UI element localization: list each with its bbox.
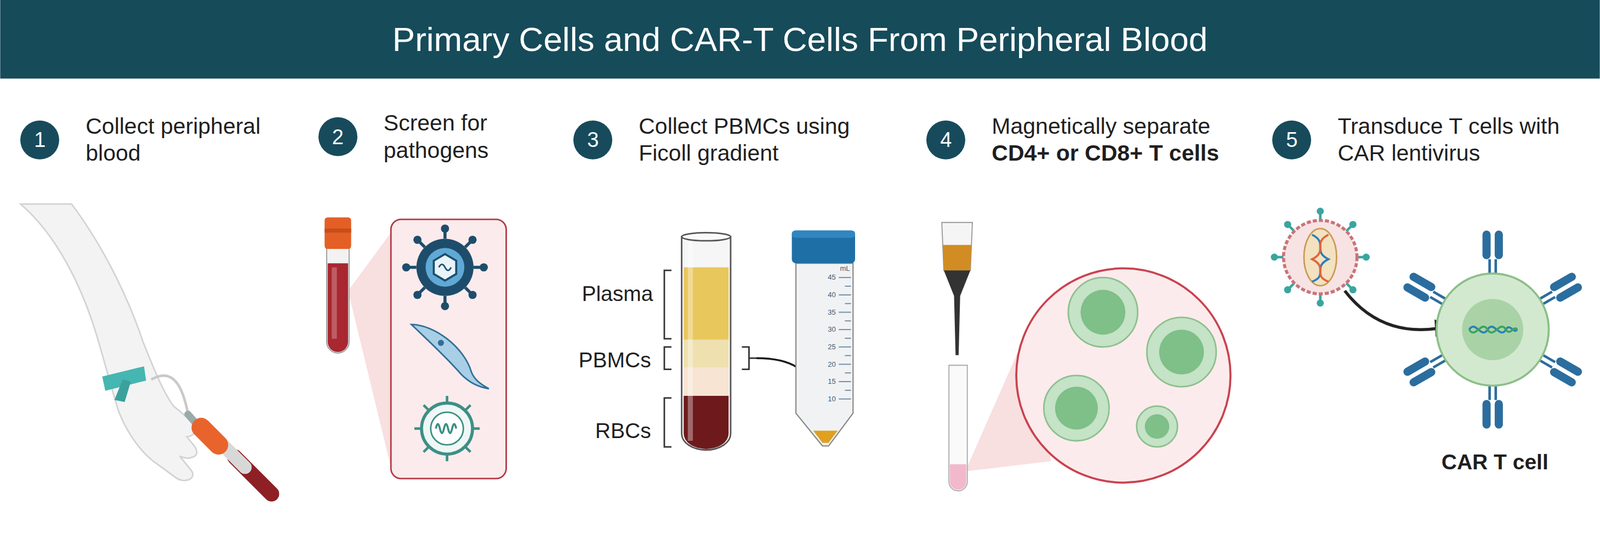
step-badge: 5 (1272, 120, 1312, 160)
step-description: Screen for pathogens (383, 109, 527, 164)
step-text: Transduce T cells with CAR lentivirus (1337, 112, 1585, 167)
scale-number: 30 (827, 325, 836, 334)
step-text: CD4+ or CD8+ T cells (991, 139, 1255, 167)
step-text: Magnetically separate (991, 112, 1255, 140)
arm-drawing (20, 203, 272, 494)
step-node: 5 Transduce T cells with CAR lentivirus (1272, 112, 1585, 167)
scale-number: 15 (827, 377, 836, 386)
step-node: 1 Collect peripheral blood (20, 112, 311, 167)
callout-number: 2 (332, 126, 344, 147)
step-badge: 3 (573, 120, 613, 160)
step-description: Transduce T cells with CAR lentivirus (1337, 112, 1585, 167)
step-badge: 1 (20, 120, 60, 160)
step-text: Screen for pathogens (383, 109, 527, 164)
callout-number: 1 (33, 129, 46, 151)
car-t-transduction (1270, 207, 1584, 429)
callout-number: 5 (1285, 129, 1298, 151)
step-node: 3 Collect PBMCs using Ficoll gradient (573, 112, 880, 167)
magnetic-separation (941, 222, 1231, 491)
layer-label: PBMCs (578, 348, 652, 373)
scale-number: 20 (827, 360, 836, 369)
step-text: Collect PBMCs using Ficoll gradient (638, 112, 880, 167)
callout-number: 3 (587, 129, 599, 151)
scale-number: 35 (827, 308, 836, 317)
step-description: Collect PBMCs using Ficoll gradient (638, 112, 880, 167)
callout-number: 4 (940, 129, 952, 151)
scale-number: 10 (827, 394, 836, 403)
step-node: 2 Screen for pathogens (318, 109, 527, 164)
step-node: 4 Magnetically separateCD4+ or CD8+ T cel… (926, 112, 1255, 167)
step-description: Collect peripheral blood (85, 112, 311, 167)
cell-label: CAR T cell (1441, 450, 1549, 475)
layer-label: Plasma (581, 281, 653, 307)
step-badge: 2 (318, 117, 358, 157)
scale-number: 40 (827, 291, 836, 300)
step-text: Collect peripheral blood (85, 112, 311, 167)
scale-number: 25 (827, 342, 836, 351)
unit-label: mL (839, 264, 850, 273)
ficoll-tubes (664, 230, 856, 451)
step-badge: 4 (926, 120, 966, 160)
header-bar (0, 0, 1600, 79)
diagram-title: Primary Cells and CAR-T Cells From Perip… (392, 19, 1208, 59)
scale-number: 45 (827, 273, 836, 282)
step-description: Magnetically separateCD4+ or CD8+ T cell… (991, 112, 1255, 167)
layer-label: RBCs (595, 418, 652, 443)
pathogen-screen (324, 217, 506, 478)
